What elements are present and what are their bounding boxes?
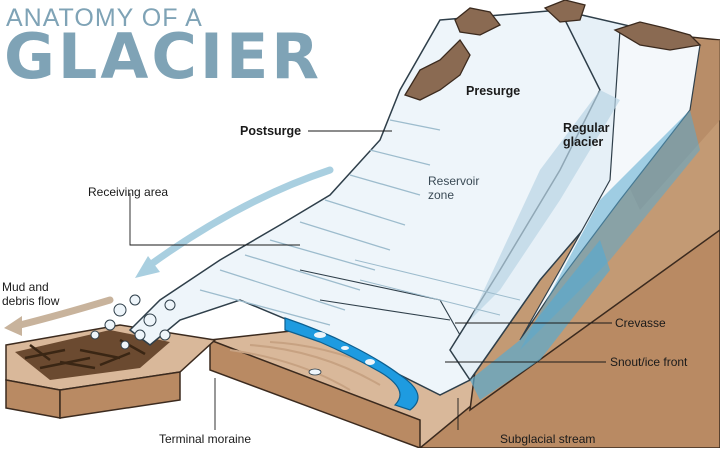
label-terminal-moraine: Terminal moraine [159,432,251,446]
label-postsurge: Postsurge [240,124,301,138]
debris-block [6,325,215,418]
label-subglacial-stream: Subglacial stream [500,432,595,446]
label-reservoir-zone: Reservoir zone [428,174,494,202]
label-receiving-area: Receiving area [88,185,168,199]
label-snout-ice-front: Snout/ice front [610,355,687,369]
title-line-2: GLACIER [4,26,322,88]
label-crevasse: Crevasse [615,316,666,330]
label-mud-debris-flow: Mud and debris flow [2,280,82,308]
label-regular-glacier: Regular glacier [563,121,633,149]
label-presurge: Presurge [466,84,520,98]
